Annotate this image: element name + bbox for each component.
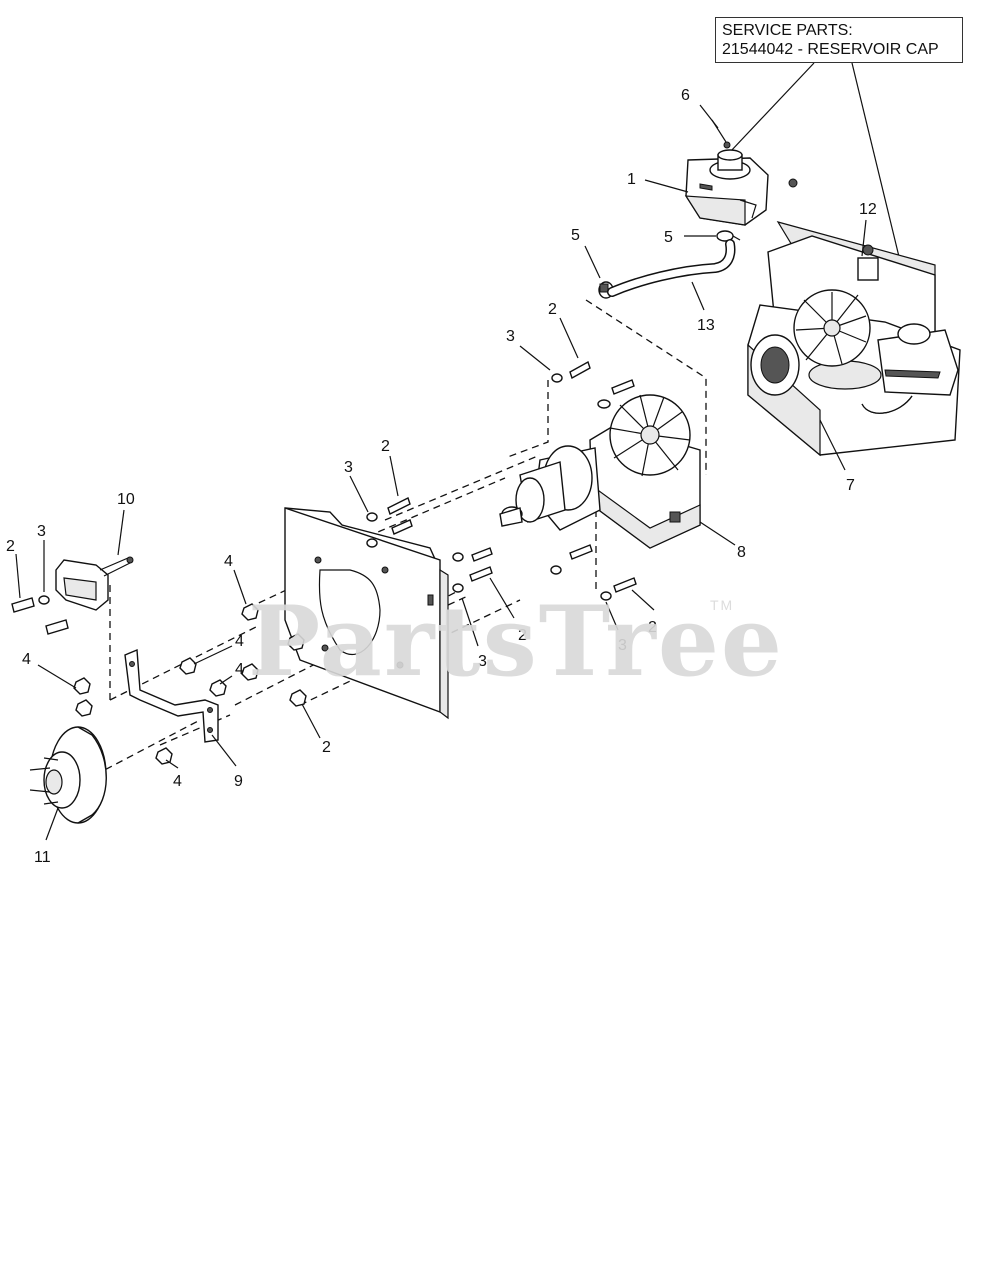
hub-rotor-11 xyxy=(29,726,107,824)
service-parts-heading: SERVICE PARTS: xyxy=(722,22,853,39)
callout-4-f: 2 xyxy=(322,739,331,756)
callout-4-d: 4 xyxy=(22,651,31,668)
mounting-plate xyxy=(284,507,449,720)
partstree-watermark: PartsTree TM xyxy=(248,585,784,698)
service-parts-box: SERVICE PARTS: 21544042 - RESERVOIR CAP xyxy=(715,17,963,63)
service-parts-item: 21544042 - RESERVOIR CAP xyxy=(722,41,939,58)
callout-2-top: 2 xyxy=(548,301,557,318)
callout-8: 8 xyxy=(737,544,746,561)
watermark-text: PartsTree xyxy=(248,585,784,698)
watermark-trademark: TM xyxy=(710,597,735,613)
reservoir-1 xyxy=(684,149,769,226)
callout-5-upper: 5 xyxy=(664,229,673,246)
callout-1: 1 xyxy=(627,171,636,188)
callout-7: 7 xyxy=(846,477,855,494)
brake-bracket-10 xyxy=(55,556,134,611)
callout-4-b: 4 xyxy=(235,633,244,650)
callout-4-c: 4 xyxy=(235,661,244,678)
callout-2-mid: 2 xyxy=(518,627,527,644)
clamp-5-upper xyxy=(716,230,741,242)
callout-6: 6 xyxy=(681,87,690,104)
callout-2-right: 2 xyxy=(648,619,657,636)
transmission-assembly-7 xyxy=(747,221,961,457)
callout-11: 11 xyxy=(34,849,51,866)
callout-12: 12 xyxy=(859,201,877,218)
reservoir-vent xyxy=(788,178,798,188)
callout-10: 10 xyxy=(117,491,135,508)
hose-13 xyxy=(607,239,736,297)
callout-labels: 6 1 5 5 13 12 2 3 2 3 7 10 3 2 4 4 4 4 4… xyxy=(6,87,877,866)
callout-4-e: 4 xyxy=(173,773,182,790)
hardware xyxy=(11,360,637,765)
transmission-8 xyxy=(499,394,701,549)
bracket-9 xyxy=(124,648,219,743)
callout-3-top: 3 xyxy=(506,328,515,345)
callout-3-plate: 3 xyxy=(344,459,353,476)
callout-2-plate: 2 xyxy=(381,438,390,455)
callout-5-lower: 5 xyxy=(571,227,580,244)
callout-3-left: 3 xyxy=(37,523,46,540)
callout-3-mid: 3 xyxy=(478,653,487,670)
callout-leaders xyxy=(15,104,867,841)
callout-4-a: 4 xyxy=(224,553,233,570)
callout-2-left: 2 xyxy=(6,538,15,555)
callout-13: 13 xyxy=(697,317,715,334)
callout-3-right: 3 xyxy=(618,637,627,654)
callout-9: 9 xyxy=(234,773,243,790)
